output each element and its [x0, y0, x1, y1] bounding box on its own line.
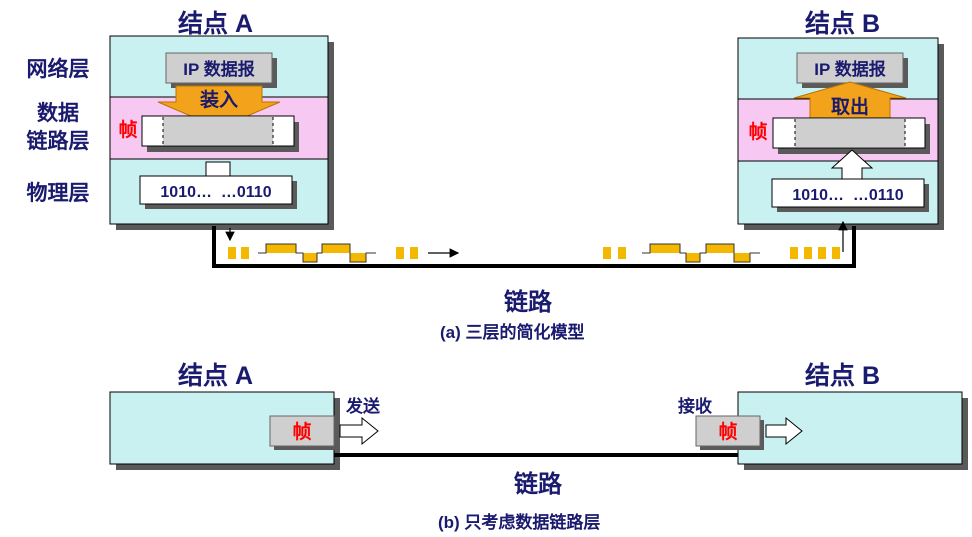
frame-receive-label: 帧 — [718, 420, 737, 443]
link-label-a: 链路 — [504, 289, 552, 316]
frame-right-label: 帧 — [748, 120, 767, 143]
send-arrow — [339, 416, 379, 446]
ip-datagram-right-text: IP 数据报 — [814, 59, 885, 79]
link-label-b: 链路 — [514, 471, 562, 498]
bits-left-text: 1010… …0110 — [160, 184, 271, 201]
frame-box-send: 帧 — [269, 415, 338, 450]
frame-send-label: 帧 — [292, 420, 311, 443]
caption-a: (a) 三层的简化模型 — [440, 323, 585, 342]
encapsulate-arrow: 装入 — [157, 85, 281, 129]
node-b-title: 结点 B — [805, 10, 881, 38]
bits-right-text: 1010… …0110 — [792, 187, 903, 204]
bits-right: 1010… …0110 — [771, 178, 929, 212]
node-b-title-b: 结点 B — [805, 362, 881, 390]
caption-b: (b) 只考虑数据链路层 — [438, 513, 601, 532]
receive-arrow — [765, 416, 803, 446]
network-layer-label: 网络层 — [26, 58, 90, 81]
bit-squares — [228, 247, 840, 259]
frame-left: 帧 — [118, 115, 299, 152]
datalink-layer-label: 数据 链路层 — [10, 100, 106, 156]
ip-datagram-left-text: IP 数据报 — [183, 59, 254, 79]
link-line-a — [212, 226, 856, 268]
ip-datagram-right: IP 数据报 — [796, 52, 908, 88]
frame-right: 帧 — [748, 117, 930, 154]
send-label: 发送 — [346, 397, 380, 416]
physical-layer-label: 物理层 — [26, 182, 90, 205]
datalink-layer-label-line1: 数据 — [37, 102, 79, 125]
node-a-title: 结点 A — [178, 10, 254, 38]
decapsulate-text: 取出 — [831, 95, 869, 118]
decapsulate-arrow: 取出 — [793, 81, 907, 121]
datalink-layer-label-line2: 链路层 — [26, 130, 90, 153]
signal-waveform-left — [258, 243, 376, 263]
node-a-title-b: 结点 A — [178, 362, 254, 390]
frame-box-receive: 帧 — [695, 415, 764, 450]
node-b-box-b — [737, 391, 968, 470]
frame-left-label: 帧 — [118, 118, 137, 141]
receive-label: 接收 — [678, 397, 712, 416]
signal-waveform-right — [642, 243, 760, 263]
encapsulate-text: 装入 — [199, 88, 238, 111]
bits-left: 1010… …0110 — [139, 175, 297, 209]
ip-datagram-left: IP 数据报 — [165, 52, 277, 88]
